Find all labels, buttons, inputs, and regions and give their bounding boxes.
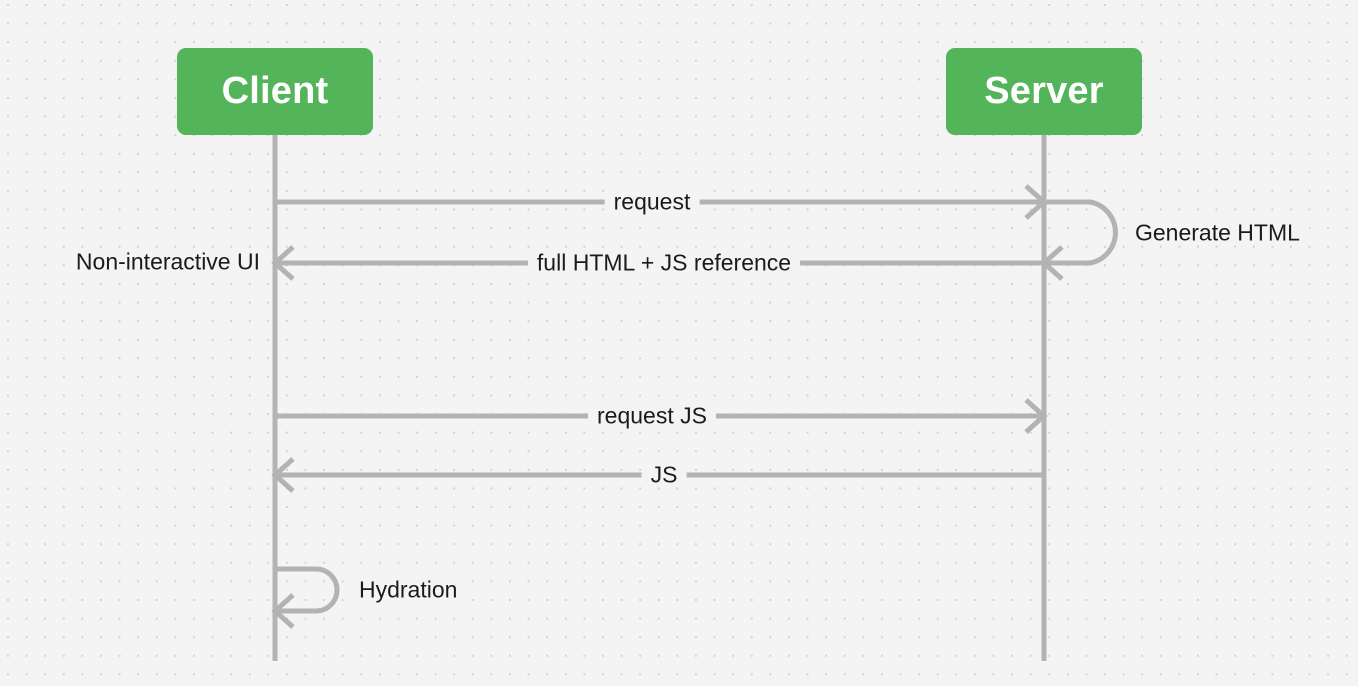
message-label-generate-html: Generate HTML [1125,220,1309,246]
message-label-request: request [604,189,700,215]
actor-box-client[interactable]: Client [177,48,373,135]
message-label-non-interactive-ui: Non-interactive UI [66,249,270,275]
message-label-full-html-js-reference: full HTML + JS reference [527,250,801,276]
actor-label-client: Client [221,70,329,112]
message-label-js: JS [641,462,687,488]
message-hydration-selfloop [271,566,340,629]
message-label-request-js: request JS [588,403,716,429]
message-generate-html-selfloop [1040,199,1118,281]
message-label-hydration: Hydration [349,577,467,603]
actor-box-server[interactable]: Server [946,48,1142,135]
actor-label-server: Server [984,70,1104,112]
